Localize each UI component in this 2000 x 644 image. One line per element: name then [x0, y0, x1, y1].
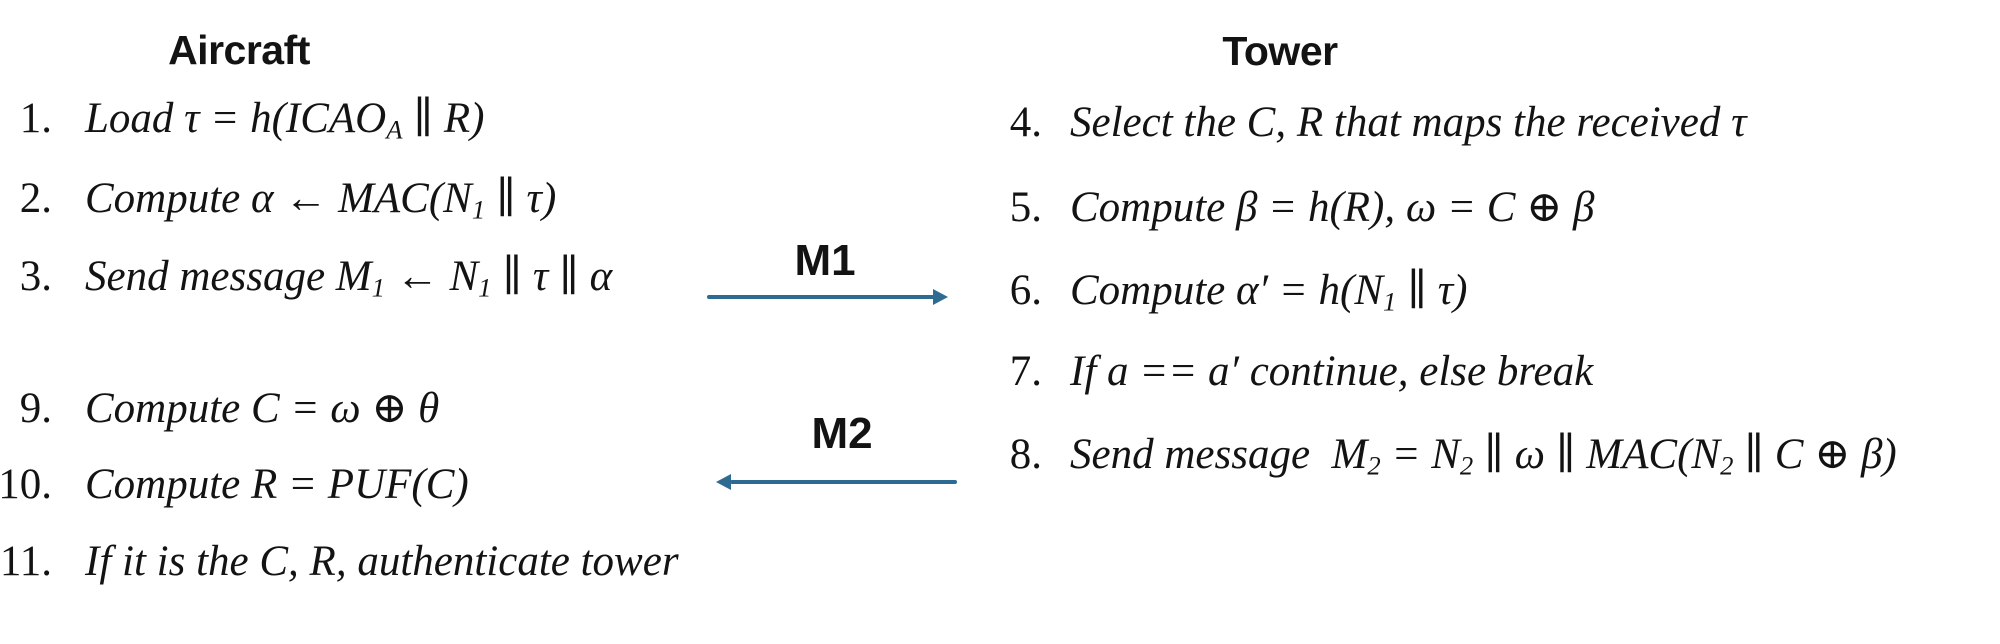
step-number: 11.	[0, 538, 52, 585]
step-item-6: 6. Compute α′ = h(N1 ∥ τ)	[972, 265, 1468, 317]
step-number: 9.	[19, 385, 52, 432]
m2-message-label: M2	[811, 409, 873, 458]
step-item-1: 1. Load τ = h(ICAOA ∥ R)	[0, 93, 485, 145]
step-text: Send message M2 = N2 ∥ ω ∥ MAC(N2 ∥ C ⊕ …	[1070, 431, 1897, 481]
step-item-8: 8. Send message M2 = N2 ∥ ω ∥ MAC(N2 ∥ C…	[972, 429, 1897, 481]
step-number: 6.	[1009, 267, 1042, 314]
step-item-4: 4. Select the C, R that maps the receive…	[972, 97, 1747, 149]
m1-arrow-line	[707, 295, 936, 299]
step-number: 8.	[1009, 431, 1042, 478]
step-text: If a == a′ continue, else break	[1070, 348, 1594, 395]
step-number: 4.	[1009, 99, 1042, 146]
step-item-5: 5. Compute β = h(R), ω = C ⊕ β	[972, 182, 1595, 234]
step-text: Load τ = h(ICAOA ∥ R)	[85, 95, 485, 145]
m2-arrowhead-left-icon	[716, 474, 731, 490]
step-number: 1.	[19, 95, 52, 142]
m2-arrow-line	[730, 480, 957, 484]
step-text: If it is the C, R, authenticate tower	[85, 538, 679, 585]
step-text: Compute α ← MAC(N1 ∥ τ)	[85, 175, 557, 225]
step-item-10: 10. Compute R = PUF(C)	[0, 459, 469, 511]
m1-message-label: M1	[794, 236, 856, 285]
step-item-3: 3. Send message M1 ← N1 ∥ τ ∥ α	[0, 251, 612, 303]
tower-column-title: Tower	[1222, 28, 1338, 74]
step-text: Compute C = ω ⊕ θ	[85, 385, 440, 432]
aircraft-column-title: Aircraft	[168, 27, 310, 73]
step-text: Send message M1 ← N1 ∥ τ ∥ α	[85, 253, 613, 303]
step-text: Compute α′ = h(N1 ∥ τ)	[1070, 267, 1468, 317]
m1-arrowhead-right-icon	[933, 289, 948, 305]
step-text: Select the C, R that maps the received τ	[1070, 99, 1747, 146]
step-item-11: 11. If it is the C, R, authenticate towe…	[0, 536, 679, 588]
step-item-2: 2. Compute α ← MAC(N1 ∥ τ)	[0, 173, 557, 225]
step-number: 3.	[19, 253, 52, 300]
step-text: Compute β = h(R), ω = C ⊕ β	[1070, 184, 1595, 231]
step-number: 5.	[1009, 184, 1042, 231]
step-item-7: 7. If a == a′ continue, else break	[972, 346, 1593, 398]
step-item-9: 9. Compute C = ω ⊕ θ	[0, 383, 439, 435]
step-number: 7.	[1009, 348, 1042, 395]
step-number: 2.	[19, 175, 52, 222]
step-text: Compute R = PUF(C)	[85, 461, 469, 508]
step-number: 10.	[0, 461, 52, 508]
